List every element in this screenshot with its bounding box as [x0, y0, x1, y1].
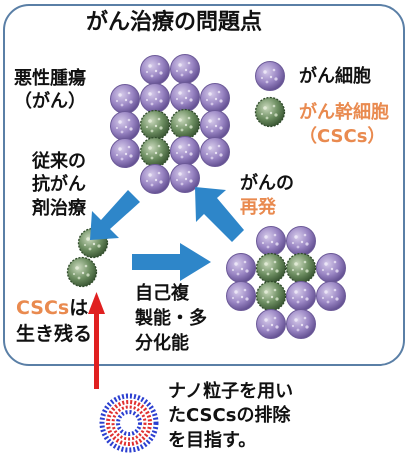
csc-survive-line2: 生き残る: [16, 322, 93, 345]
red-arrow: [88, 292, 105, 389]
recurrence-line2: 再発: [240, 197, 276, 219]
nanoparticle-line3: を目指す。: [168, 429, 257, 451]
blue-arrow: [90, 187, 244, 281]
legend-csc: がん幹細胞 （CSCs）: [299, 101, 389, 150]
nanoparticle-line2: たCSCsの排除: [168, 404, 293, 428]
recurrent-tumor: [226, 226, 346, 339]
recurrence-line1: がんの: [240, 173, 294, 194]
traditional-therapy-line1: 従来の: [32, 151, 86, 172]
cancer-cell-icon: [255, 61, 285, 91]
recurrence-label: がんの 再発: [240, 172, 294, 221]
tumor-label-line2: （がん）: [14, 90, 86, 112]
csc-survive-line1: CSCsは: [16, 296, 92, 322]
nanoparticle-label: ナノ粒子を用い たCSCsの排除 を目指す。: [168, 380, 293, 453]
traditional-therapy-label: 従来の 抗がん 剤治療: [32, 150, 86, 220]
tumor-label-line1: 悪性腫瘍: [14, 68, 86, 89]
traditional-therapy-line3: 剤治療: [32, 197, 86, 219]
nanoparticle-line2-pre: た: [168, 405, 186, 427]
self-renewal-line2: 製能・多: [135, 308, 207, 330]
tumor-label: 悪性腫瘍 （がん）: [14, 68, 86, 113]
legend-cancer-cell: がん細胞: [299, 66, 371, 87]
nanoparticle-icon: [99, 393, 159, 453]
self-renewal-label: 自己複 製能・多 分化能: [135, 281, 207, 357]
self-renewal-line1: 自己複: [135, 283, 189, 304]
nanoparticle-line2-csc: CSCs: [186, 405, 237, 427]
nanoparticle-line2-post: の排除: [236, 405, 291, 427]
page-title: がん治療の問題点: [86, 10, 263, 35]
traditional-therapy-line2: 抗がん: [32, 174, 86, 196]
nanoparticle-line1: ナノ粒子を用い: [168, 381, 294, 402]
tumor-cluster: [110, 54, 230, 194]
csc-survive-label: CSCsは 生き残る: [16, 296, 92, 347]
csc-icon: [254, 96, 286, 128]
self-renewal-line3: 分化能: [135, 333, 189, 355]
csc-survive-rest: は: [69, 297, 89, 319]
legend-csc-line1: がん幹細胞: [299, 102, 389, 123]
diagram-panel: [3, 4, 405, 366]
csc-highlight: CSCs: [16, 297, 70, 319]
legend-csc-line2: （CSCs）: [299, 126, 386, 148]
